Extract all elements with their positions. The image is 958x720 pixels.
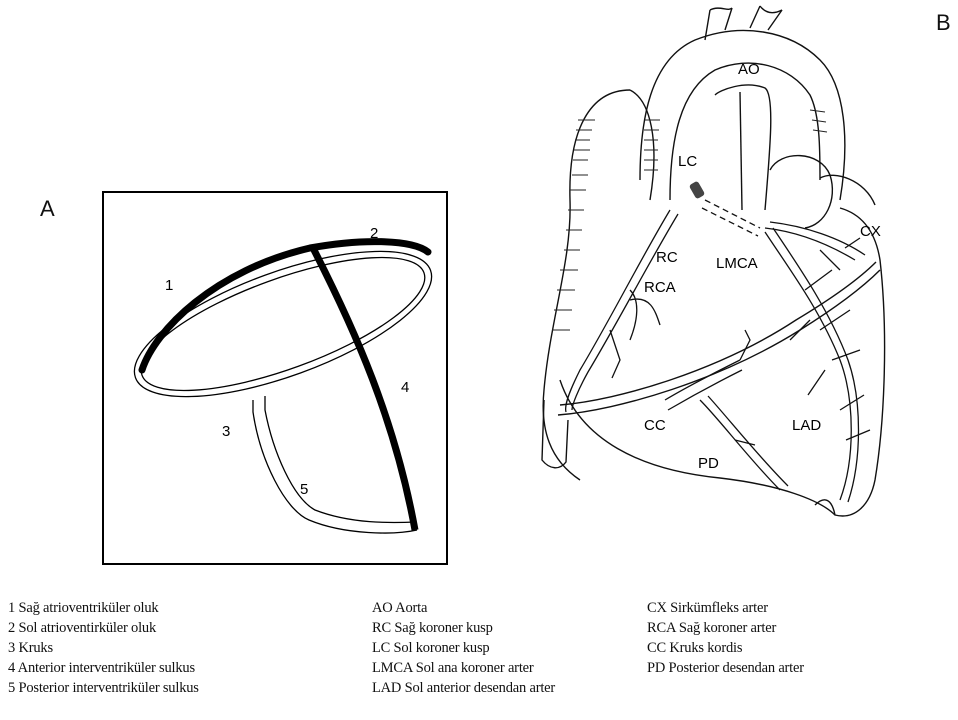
panel-label-b: B: [936, 10, 951, 36]
sulcus-schematic-diagram: 1 2 3 4 5: [95, 190, 455, 570]
legend-item: 3 Kruks: [8, 638, 199, 658]
legend-item: LMCA Sol ana koroner arter: [372, 658, 555, 678]
label-rca: RCA: [644, 279, 676, 296]
label-lmca: LMCA: [716, 255, 758, 272]
hatching: [552, 110, 827, 330]
sulcus-label-4: 4: [401, 379, 409, 396]
legend-structures: AO Aorta RC Sağ koroner kusp LC Sol koro…: [372, 598, 555, 698]
legend-item: 5 Posterior interventriküler sulkus: [8, 678, 199, 698]
label-cx: CX: [860, 223, 881, 240]
sulcus-label-3: 3: [222, 423, 230, 440]
sulcus-label-2: 2: [370, 225, 378, 242]
legend-item: 4 Anterior interventriküler sulkus: [8, 658, 199, 678]
left-main-coronary: [689, 181, 760, 236]
sulcus-label-5: 5: [300, 481, 308, 498]
legend-item: 1 Sağ atrioventriküler oluk: [8, 598, 199, 618]
legend-item: CC Kruks kordis: [647, 638, 804, 658]
label-cc: CC: [644, 417, 666, 434]
legend-arteries: CX Sirkümfleks arter RCA Sağ koroner art…: [647, 598, 804, 678]
label-ao: AO: [738, 61, 760, 78]
legend-item: RC Sağ koroner kusp: [372, 618, 555, 638]
label-pd: PD: [698, 455, 719, 472]
legend-item: LAD Sol anterior desendan arter: [372, 678, 555, 698]
legend-item: PD Posterior desendan arter: [647, 658, 804, 678]
label-lad: LAD: [792, 417, 821, 434]
legend-sulcus: 1 Sağ atrioventriküler oluk 2 Sol atriov…: [8, 598, 199, 698]
av-groove-black-arc: [142, 242, 428, 370]
label-rc: RC: [656, 249, 678, 266]
sulcus-label-1: 1: [165, 277, 173, 294]
schematic-frame: [103, 192, 447, 564]
panel-label-a: A: [40, 196, 55, 222]
posterior-interventricular-sulcus: [253, 396, 417, 533]
legend-item: RCA Sağ koroner arter: [647, 618, 804, 638]
heart-coronary-diagram: AO LC RC LMCA CX RCA CC PD LAD: [520, 0, 900, 545]
heart-outline: [542, 6, 885, 516]
anterior-interventricular-sulcus: [313, 248, 415, 530]
legend-item: CX Sirkümfleks arter: [647, 598, 804, 618]
legend-item: 2 Sol atrioventirküler oluk: [8, 618, 199, 638]
legend-item: LC Sol koroner kusp: [372, 638, 555, 658]
label-lc: LC: [678, 153, 697, 170]
legend-item: AO Aorta: [372, 598, 555, 618]
